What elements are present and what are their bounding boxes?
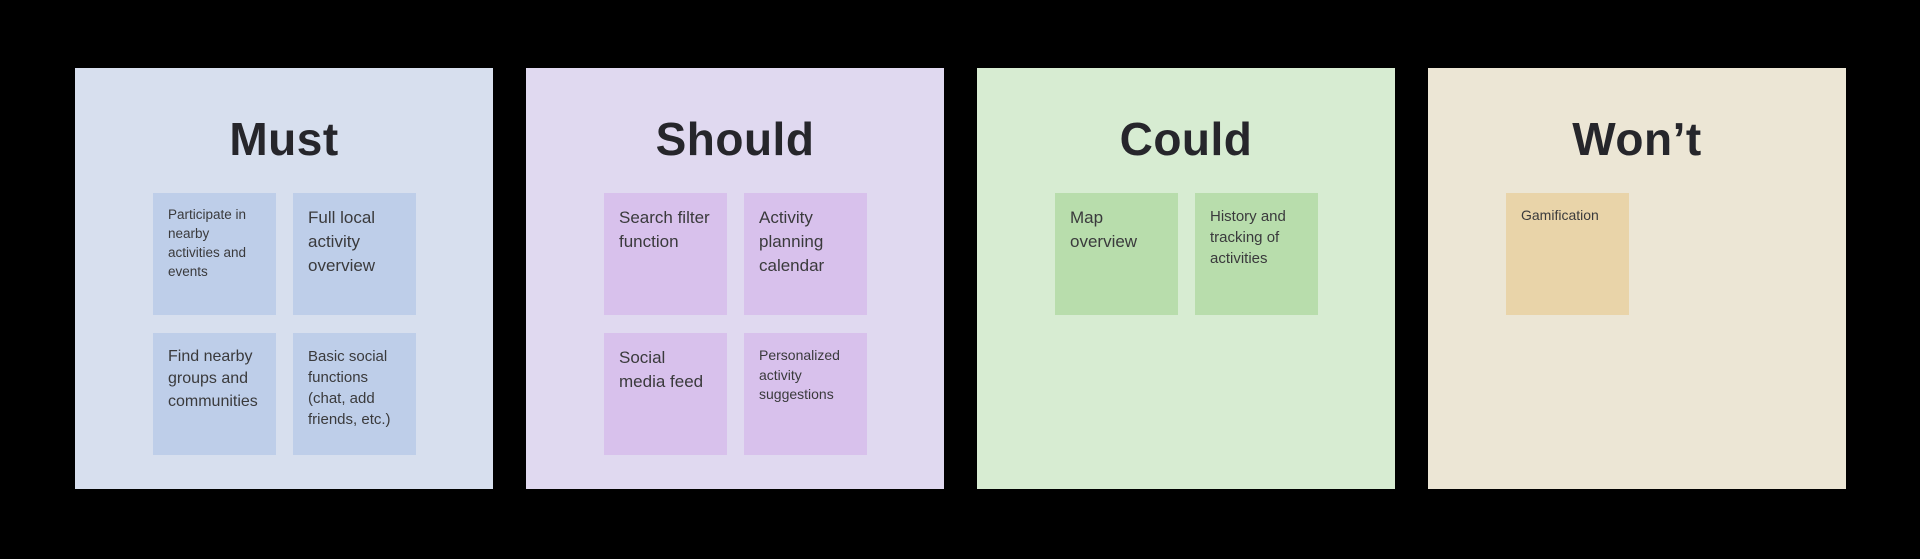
notes-grid-must: Participate in nearby activities and eve… <box>153 193 417 455</box>
sticky-note-text: Full local activity overview <box>308 208 376 275</box>
section-title-could: Could <box>1119 113 1253 165</box>
section-title-wont: Won’t <box>1572 113 1702 165</box>
sticky-note[interactable]: Gamification <box>1506 193 1629 315</box>
sticky-note[interactable]: Map overview <box>1055 193 1178 315</box>
sticky-note[interactable]: Activity planning calendar <box>744 193 867 315</box>
sticky-note-text: Find nearby groups and communities <box>168 348 258 410</box>
section-wont[interactable]: Won’t Gamification <box>1428 68 1846 489</box>
sticky-note[interactable]: Search filter function <box>604 193 727 315</box>
section-could[interactable]: Could Map overview History and tracking … <box>977 68 1395 489</box>
notes-grid-should: Search filter function Activity planning… <box>604 193 868 455</box>
notes-grid-could: Map overview History and tracking of act… <box>1055 193 1319 315</box>
sticky-note-text: Personalized activity suggestions <box>759 347 840 403</box>
sticky-note-text: Basic social functions (chat, add friend… <box>308 348 391 428</box>
sticky-note-text: Map overview <box>1070 208 1138 251</box>
sticky-note-text: Search filter function <box>619 208 710 251</box>
sticky-note[interactable]: Social media feed <box>604 333 727 455</box>
sticky-note[interactable]: Participate in nearby activities and eve… <box>153 193 276 315</box>
sticky-note-text: Activity planning calendar <box>759 208 825 275</box>
section-should[interactable]: Should Search filter function Activity p… <box>526 68 944 489</box>
sticky-note[interactable]: Basic social functions (chat, add friend… <box>293 333 416 455</box>
sticky-note[interactable]: Find nearby groups and communities <box>153 333 276 455</box>
sticky-note-text: History and tracking of activities <box>1210 208 1286 267</box>
sticky-note[interactable]: Full local activity overview <box>293 193 416 315</box>
sticky-note-text: Participate in nearby activities and eve… <box>168 207 247 279</box>
sticky-note-text: Social media feed <box>619 348 704 391</box>
section-title-must: Must <box>229 113 339 165</box>
sticky-note[interactable]: Personalized activity suggestions <box>744 333 867 455</box>
section-title-should: Should <box>655 113 815 165</box>
notes-grid-wont: Gamification <box>1506 193 1770 315</box>
sticky-note-text: Gamification <box>1521 207 1599 223</box>
section-must[interactable]: Must Participate in nearby activities an… <box>75 68 493 489</box>
sticky-note[interactable]: History and tracking of activities <box>1195 193 1318 315</box>
